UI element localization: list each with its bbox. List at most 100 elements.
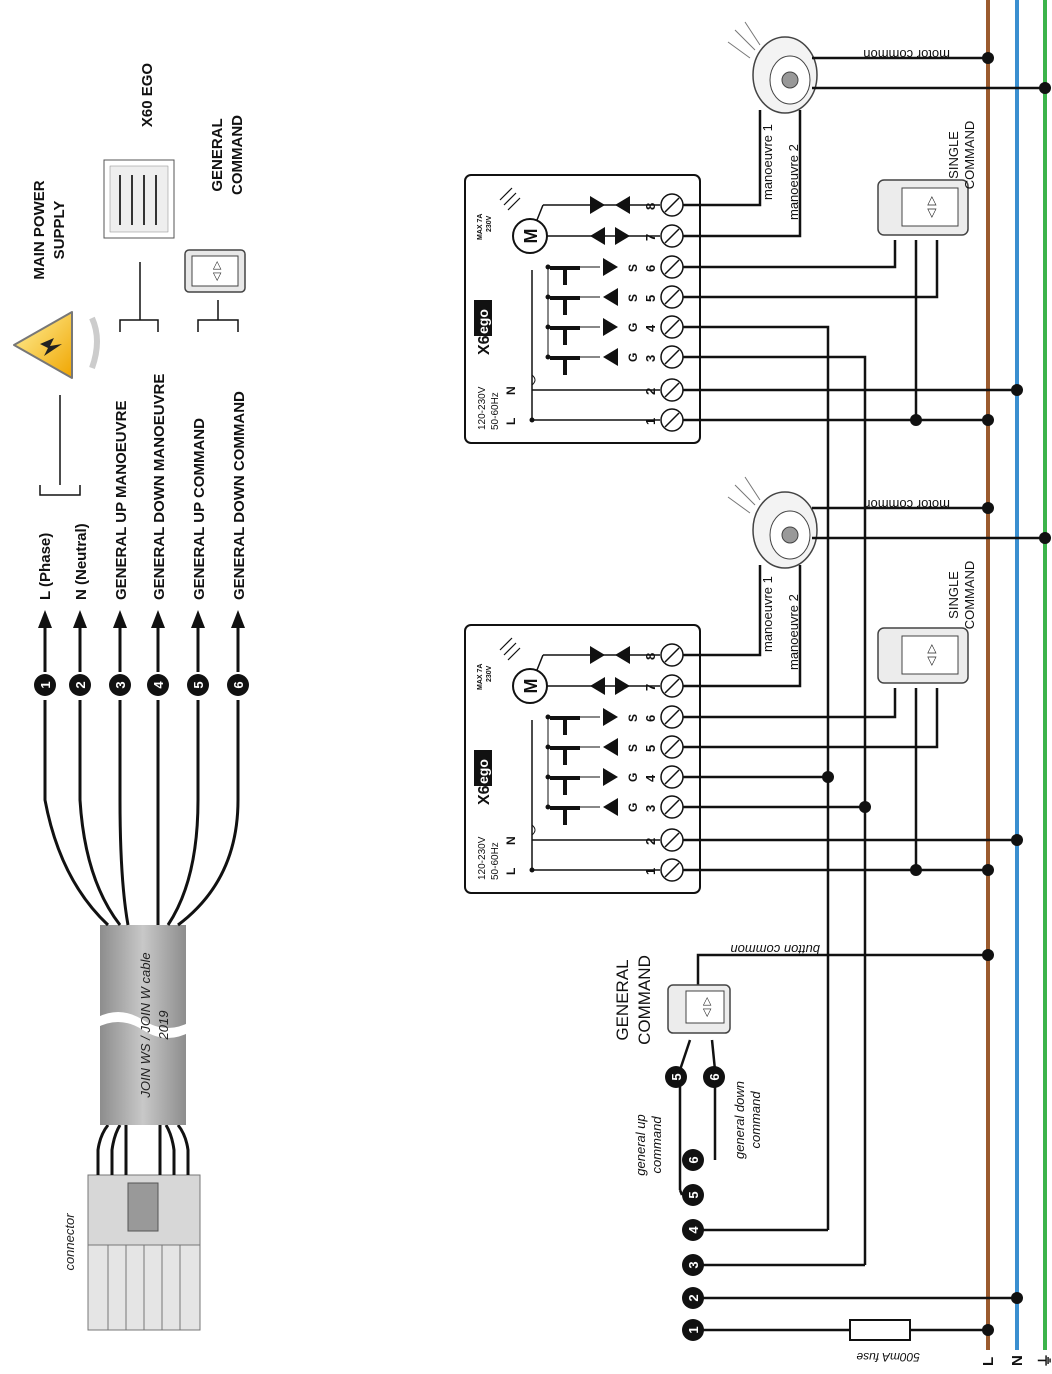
terminal-3: 3 — [643, 355, 658, 362]
command-group-label: GENERAL — [209, 118, 226, 191]
svg-text:S: S — [626, 714, 640, 722]
wire-label-4: GENERAL DOWN MANOEUVRE — [151, 374, 168, 600]
motor-common-top: motor common — [863, 47, 950, 62]
svg-text:6: 6 — [707, 1073, 722, 1080]
cable — [96, 925, 190, 1125]
arrow-icon — [38, 610, 52, 628]
terminal-2: 2 — [643, 388, 658, 395]
single-command-bottom-icon: ◁ ▷ — [877, 627, 969, 684]
general-up-command-label-2: command — [649, 1116, 664, 1174]
connector-wires — [96, 1124, 190, 1175]
svg-text:N: N — [504, 836, 518, 845]
power-group-label-2: SUPPLY — [51, 201, 68, 260]
arrow-icon — [113, 610, 127, 628]
svg-text:6: 6 — [643, 715, 658, 722]
motor-symbol: M — [521, 229, 541, 244]
connector-label: connector — [62, 1213, 77, 1271]
svg-text:2: 2 — [643, 838, 658, 845]
general-command-icon: ◁ ▷ — [184, 249, 246, 293]
wire-label-5: GENERAL UP COMMAND — [191, 418, 208, 600]
svg-text:1: 1 — [686, 1326, 701, 1333]
module-rating: MAX 7A — [477, 214, 484, 240]
x60-module-bottom: 120-230V 50-60Hz X60 ego MAX 7A 230V L N… — [464, 624, 701, 894]
cable-name: JOIN WS / JOIN W cable — [138, 952, 153, 1098]
wire-number-6: 6 — [231, 681, 246, 688]
wire-label-6: GENERAL DOWN COMMAND — [231, 391, 248, 600]
power-group-label: MAIN POWER — [31, 180, 48, 279]
arrow-icon — [191, 610, 205, 628]
terminal-7: 7 — [643, 234, 658, 241]
svg-text:MAX 7A: MAX 7A — [477, 664, 484, 690]
svg-text:4: 4 — [643, 774, 658, 782]
manoeuvre-2-top: manoeuvre 2 — [786, 144, 801, 220]
single-command-top-label: SINGLE — [946, 131, 961, 179]
module-voltage: 120-230V — [477, 386, 488, 430]
legend-wire-2: 2 N (Neutral) — [69, 523, 91, 696]
motor-bottom-icon — [727, 476, 818, 569]
legend-wire-5: 5 GENERAL UP COMMAND — [187, 418, 209, 696]
module-group-label: X60 EGO — [139, 63, 156, 128]
terminal-L-label: L — [504, 418, 518, 425]
svg-text:◁ ▷: ◁ ▷ — [701, 996, 713, 1017]
general-command-device-icon: ◁ ▷ — [667, 984, 731, 1034]
manoeuvre-1-top: manoeuvre 1 — [760, 124, 775, 200]
module-brand: ego — [475, 309, 491, 334]
single-command-bottom-label-2: COMMAND — [962, 561, 977, 630]
svg-text:L: L — [504, 868, 518, 875]
svg-text:120-230V: 120-230V — [477, 836, 488, 880]
rail-label-N: N — [1009, 1355, 1026, 1366]
wire-label-2: N (Neutral) — [73, 523, 90, 600]
svg-text:M: M — [521, 679, 541, 694]
fan-wires — [43, 700, 240, 927]
terminal-N-label: N — [504, 386, 518, 395]
arrow-icon — [151, 610, 165, 628]
module-frequency: 50-60Hz — [490, 392, 501, 430]
command-group-label-2: COMMAND — [229, 115, 246, 195]
wire-number-3: 3 — [113, 681, 128, 688]
svg-text:G: G — [626, 773, 640, 782]
svg-text:7: 7 — [643, 684, 658, 691]
svg-text:ego: ego — [475, 759, 491, 784]
terminal-1: 1 — [643, 418, 658, 425]
wire-number-4: 4 — [151, 681, 166, 689]
wire-number-2: 2 — [73, 681, 88, 688]
rail-label-L: L — [980, 1357, 997, 1366]
svg-text:G: G — [626, 803, 640, 812]
svg-text:6: 6 — [686, 1156, 701, 1163]
general-command-label-2: COMMAND — [635, 955, 654, 1045]
motor-common-bottom: motor common — [863, 497, 950, 512]
general-up-command-label: general up — [633, 1114, 648, 1175]
terminal-4: 4 — [643, 324, 658, 332]
svg-text:4: 4 — [686, 1226, 701, 1234]
input-label-S1: S — [626, 294, 640, 302]
general-command-label: GENERAL — [613, 959, 632, 1040]
legend-brackets — [39, 262, 239, 496]
svg-text:◁ ▷: ◁ ▷ — [924, 643, 938, 666]
fuse-icon — [849, 1319, 911, 1341]
arrow-icon — [73, 610, 87, 628]
svg-text:S: S — [626, 744, 640, 752]
legend-wire-3: 3 GENERAL UP MANOEUVRE — [109, 401, 131, 696]
manoeuvre-2-bottom: manoeuvre 2 — [786, 594, 801, 670]
wire-number-5: 5 — [191, 681, 206, 688]
legend-wire-4: 4 GENERAL DOWN MANOEUVRE — [147, 374, 169, 696]
terminal-5: 5 — [643, 295, 658, 302]
svg-text:3: 3 — [643, 805, 658, 812]
input-label-S2: S — [626, 264, 640, 272]
svg-text:5: 5 — [643, 745, 658, 752]
button-common-label: button common — [730, 942, 820, 957]
svg-text:5: 5 — [669, 1073, 684, 1080]
terminal-8: 8 — [643, 203, 658, 210]
svg-text:◁ ▷: ◁ ▷ — [211, 260, 223, 281]
connector-graphic — [87, 1174, 201, 1331]
single-command-top-label-2: COMMAND — [962, 121, 977, 190]
svg-text:◁ ▷: ◁ ▷ — [924, 195, 938, 218]
svg-text:2: 2 — [686, 1294, 701, 1301]
single-command-top-icon: ◁ ▷ — [877, 179, 969, 236]
x60-module-thumbnail — [103, 159, 175, 239]
module-rating-voltage: 230V — [486, 215, 493, 232]
fuse-label: 500mA fuse — [856, 1350, 920, 1364]
general-down-command-label-2: command — [748, 1091, 763, 1149]
svg-text:5: 5 — [686, 1191, 701, 1198]
